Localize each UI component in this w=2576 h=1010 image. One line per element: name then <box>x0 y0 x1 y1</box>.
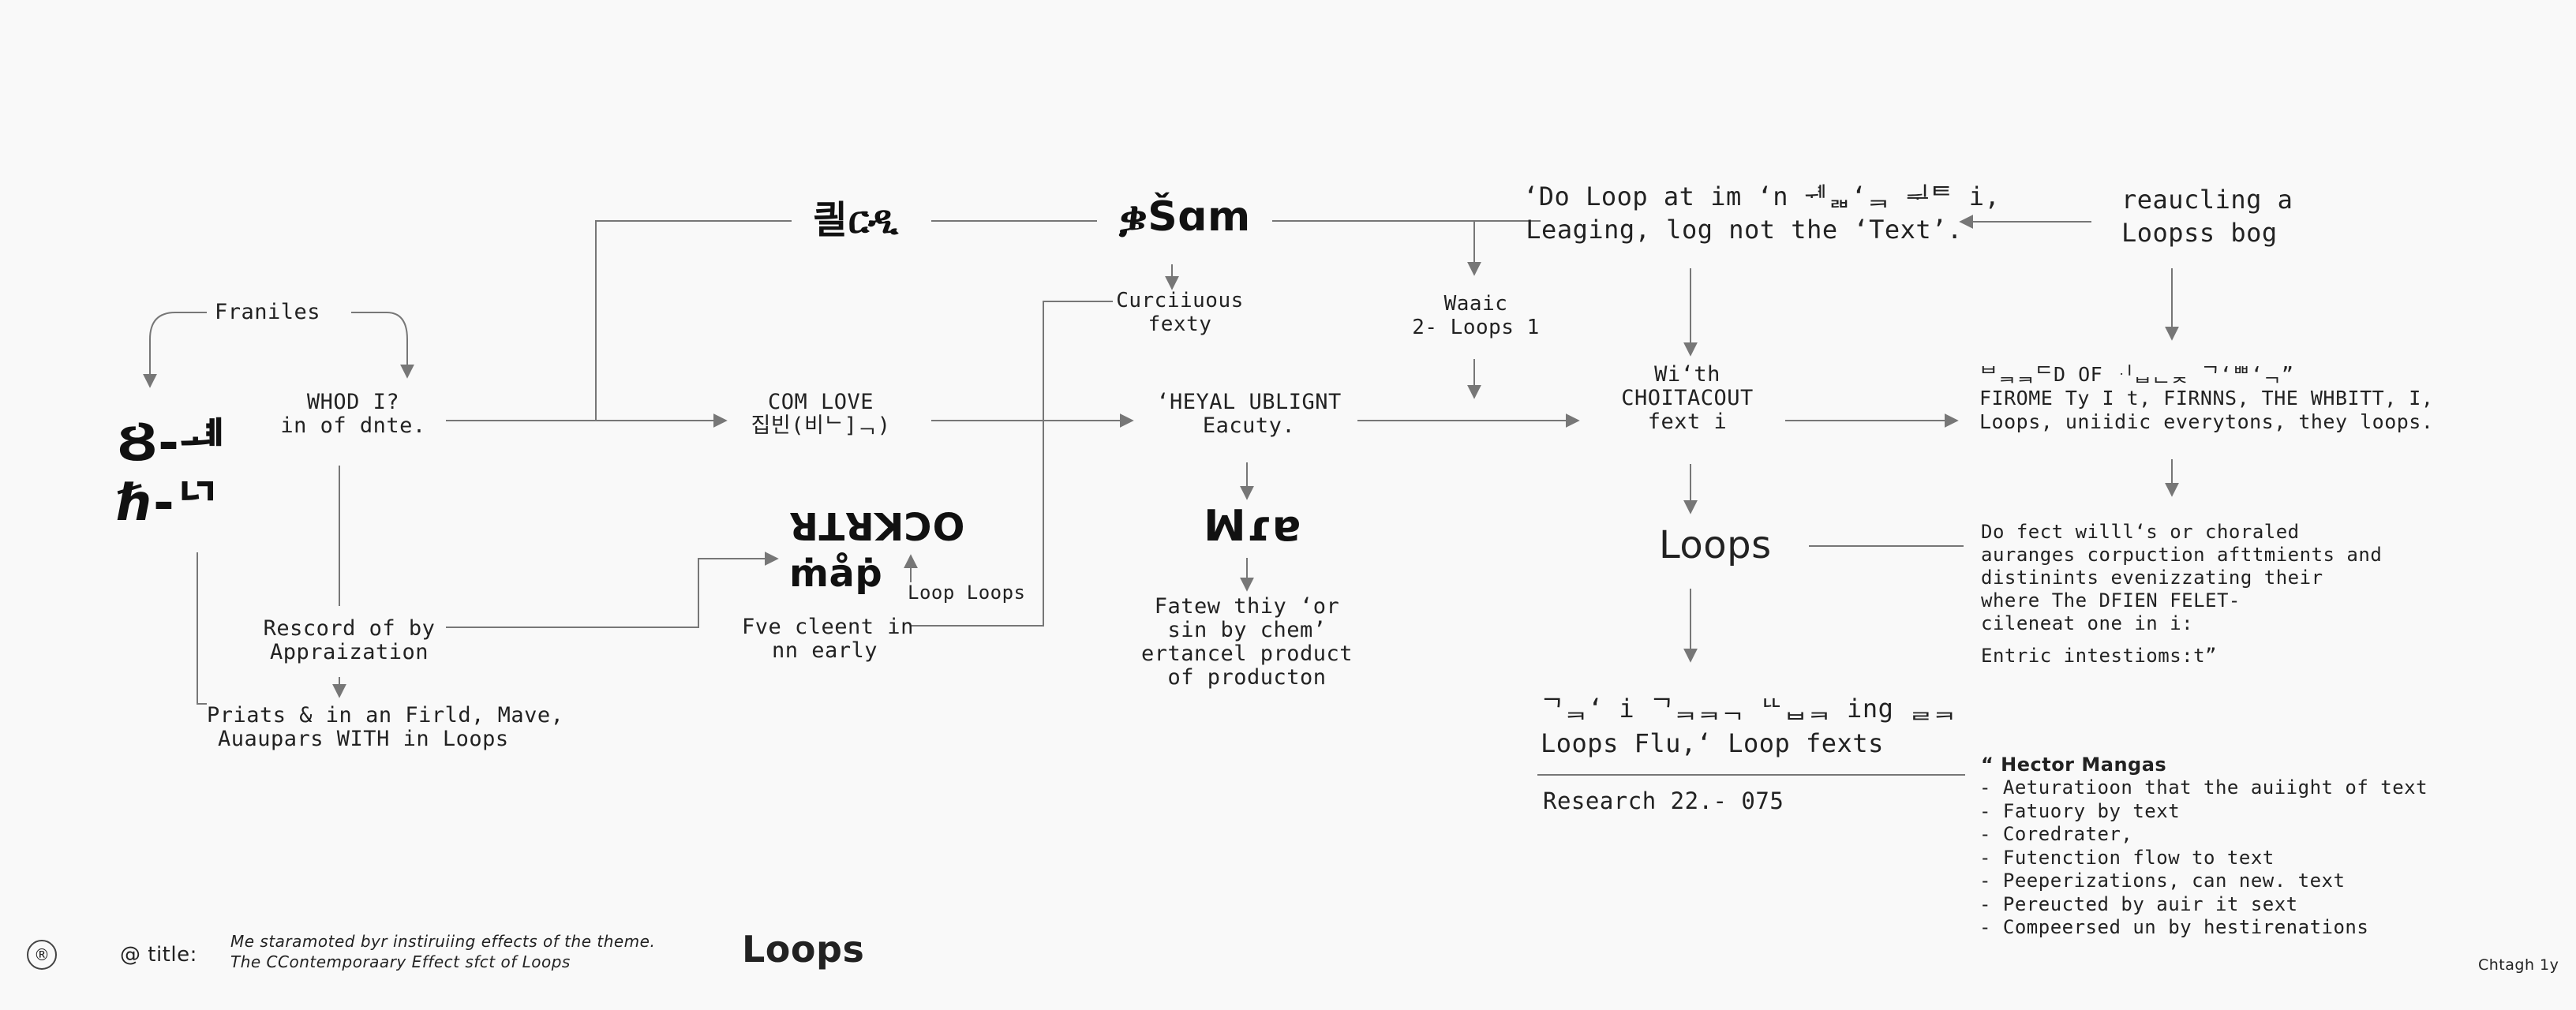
top-right-line-2: Loopss bog <box>2121 218 2278 248</box>
wna-glyph: ꟽɾɐ <box>1204 501 1301 551</box>
hector-list-item: - Pereucted by auir it sext <box>1979 892 2298 915</box>
hector-list-item: - Futenction flow to text <box>1979 846 2275 869</box>
do-fect-line-4: where The DFIEN FELET- <box>1981 589 2241 612</box>
do-fect-line-1: Do fect willl‘s or choraled <box>1981 521 2300 543</box>
leftglyph-to-priats-line <box>197 552 207 705</box>
whod-line-1: WHOD I? <box>306 390 400 414</box>
hector-list-item: - Fatuory by text <box>1979 799 2181 822</box>
priats-line-2: Auaupars WITH in Loops <box>218 727 509 751</box>
hector-list-item: - Compeersed un by hestirenations <box>1979 916 2369 938</box>
left-glyph-line-2: ℏ-ᄓ <box>117 474 222 533</box>
right-mid-line-1: ᄇᆿᆿᄃD OF ᆡᆸᆫᆽ ᄀ‘ᄈ‘ᆨ” <box>1979 363 2294 386</box>
fve-cleent-text: Fve cleent in nn early <box>742 615 914 663</box>
fve-cleent-line-2: nn early <box>771 638 878 663</box>
franiles-left-arrow <box>143 312 207 388</box>
right-mid-line-3: Loops, uniidic everytons, they loops. <box>1979 410 2434 433</box>
with-text: Wi‘th CHOITACOUT fext i <box>1593 363 1782 434</box>
top-glyph-1: 킐ርዲ <box>813 198 899 242</box>
top-right-line-1: reaucling a <box>2121 185 2293 215</box>
waaic-line-2: 2- Loops 1 <box>1412 316 1540 339</box>
fatew-line-1: Fatew thiy ‘or <box>1154 594 1340 619</box>
waaic-text: Waaic 2- Loops 1 <box>1397 292 1555 339</box>
com-love-line-1: COM LOVE <box>767 390 874 414</box>
loops-flu-text: ᄀᆿ‘ i ᄀᆿᆿᆨ ᄔᆸᆿ ing ᆯᆿ Loops Flu,‘ Loop f… <box>1541 691 1956 761</box>
top-center-line-1: ‘Do Loop at im ‘n ᆌᆲ‘ᆿ ᆗᄐ i, <box>1523 181 2001 211</box>
do-fect-line-5: cileneat one in i: <box>1981 612 2194 634</box>
priats-text: Priats & in an Firld, Mave, Auaupars WIT… <box>207 704 564 751</box>
footer-title-label: @ title: <box>120 943 197 967</box>
with-line-2: CHOITACOUT <box>1621 386 1754 410</box>
top-glyph-2: ቌŠɑm <box>1119 193 1251 241</box>
loops-flu-line-1: ᄀᆿ‘ i ᄀᆿᆿᆨ ᄔᆸᆿ ing ᆯᆿ <box>1541 694 1956 724</box>
fatew-line-3: ertancel product <box>1140 642 1354 666</box>
map-glyph: ꓤꓕꓤꓘꓛꓳ ṁåṗ <box>789 505 965 597</box>
heyal-line-2: Eacuty. <box>1202 413 1296 438</box>
hector-list-item: - Coredrater, <box>1979 823 2133 845</box>
map-glyph-line-2: ṁåṗ <box>789 552 883 596</box>
top-bracket-line <box>595 220 792 421</box>
loops-flu-line-2: Loops Flu,‘ Loop fexts <box>1541 728 1884 758</box>
top-center-text: ‘Do Loop at im ‘n ᆌᆲ‘ᆿ ᆗᄐ i, Leaging, lo… <box>1523 180 2001 246</box>
fatew-line-2: sin by chem’ <box>1167 618 1327 642</box>
heyal-text: ‘HEYAL UBLIGNT Eacuty. <box>1148 391 1350 438</box>
fatew-text: Fatew thiy ‘or sin by chem’ ertancel pro… <box>1140 595 1354 690</box>
rescord-line-1: Rescord of by <box>263 616 436 641</box>
hector-heading: “ Hector Mangas <box>1981 754 2167 776</box>
footer-corner-text: Chtagh 1y <box>2478 956 2559 974</box>
do-fect-text: Do fect willl‘s or choraled auranges cor… <box>1981 521 2382 635</box>
whod-text: WHOD I? in of dnte. <box>268 391 438 438</box>
top-right-text: reaucling a Loopss bog <box>2121 183 2293 249</box>
map-glyph-line-1: ꓤꓕꓤꓘꓛꓳ <box>789 506 965 550</box>
entric-text: Entric intestioms:t” <box>1981 645 2217 667</box>
waaic-line-1: Waaic <box>1443 292 1508 316</box>
fatew-line-4: of producton <box>1167 665 1327 690</box>
footer-caption-line-2: The CContemporaary Effect sfct of Loops <box>230 952 571 971</box>
left-glyph-line-1: Ȣ-ᆁ <box>117 414 227 473</box>
whod-line-2: in of dnte. <box>280 413 426 438</box>
curcii-line-2: fexty <box>1148 312 1212 336</box>
franiles-label: Franiles <box>215 300 321 324</box>
fve-to-curcii-line <box>912 301 1113 627</box>
registered-mark-icon: ® <box>27 940 57 970</box>
com-love-text: COM LOVE 집빈(비ᄂ]ᆨ) <box>738 391 904 438</box>
curcii-line-1: Curciiuous <box>1116 289 1244 312</box>
hector-list-item: - Aeturatioon that the auiight of text <box>1979 776 2428 799</box>
heyal-line-1: ‘HEYAL UBLIGNT <box>1156 390 1342 414</box>
loop-loops-label: Loop Loops <box>908 582 1026 604</box>
franiles-right-arrow <box>351 312 414 379</box>
loops-node: Loops <box>1659 523 1772 567</box>
do-fect-line-3: distinints evenizzating their <box>1981 567 2323 589</box>
hector-list: - Aeturatioon that the auiight of text -… <box>1979 776 2428 940</box>
fve-cleent-line-1: Fve cleent in <box>742 615 914 639</box>
right-mid-text: ᄇᆿᆿᄃD OF ᆡᆸᆫᆽ ᄀ‘ᄈ‘ᆨ” FIROME Ty I t, FIRN… <box>1979 363 2433 434</box>
curcii-text: Curciiuous fexty <box>1105 289 1255 336</box>
rescord-text: Rescord of by Appraization <box>260 617 438 664</box>
priats-line-1: Priats & in an Firld, Mave, <box>207 703 564 728</box>
rescord-line-2: Appraization <box>269 640 429 664</box>
hector-list-item: - Peeperizations, can new. text <box>1979 870 2346 892</box>
with-line-1: Wi‘th <box>1654 362 1720 387</box>
right-mid-line-2: FIROME Ty I t, FIRNNS, THE WHBITT, I, <box>1979 387 2434 410</box>
research-text: Research 22.- 075 <box>1543 787 1784 814</box>
footer-title: Loops <box>742 928 865 971</box>
left-glyph: Ȣ-ᆁ ℏ-ᄓ <box>117 413 227 533</box>
rescord-to-map-arrow <box>446 552 779 628</box>
footer-caption: Me staramoted byr instiruiing effects of… <box>230 931 655 972</box>
do-fect-line-2: auranges corpuction afttmients and <box>1981 544 2383 566</box>
footer-caption-line-1: Me staramoted byr instiruiing effects of… <box>230 932 656 951</box>
com-love-line-2: 집빈(비ᄂ]ᆨ) <box>751 413 891 438</box>
top-center-line-2: Leaging, log not the ‘Text’. <box>1526 215 1963 245</box>
with-line-3: fext i <box>1647 410 1728 434</box>
